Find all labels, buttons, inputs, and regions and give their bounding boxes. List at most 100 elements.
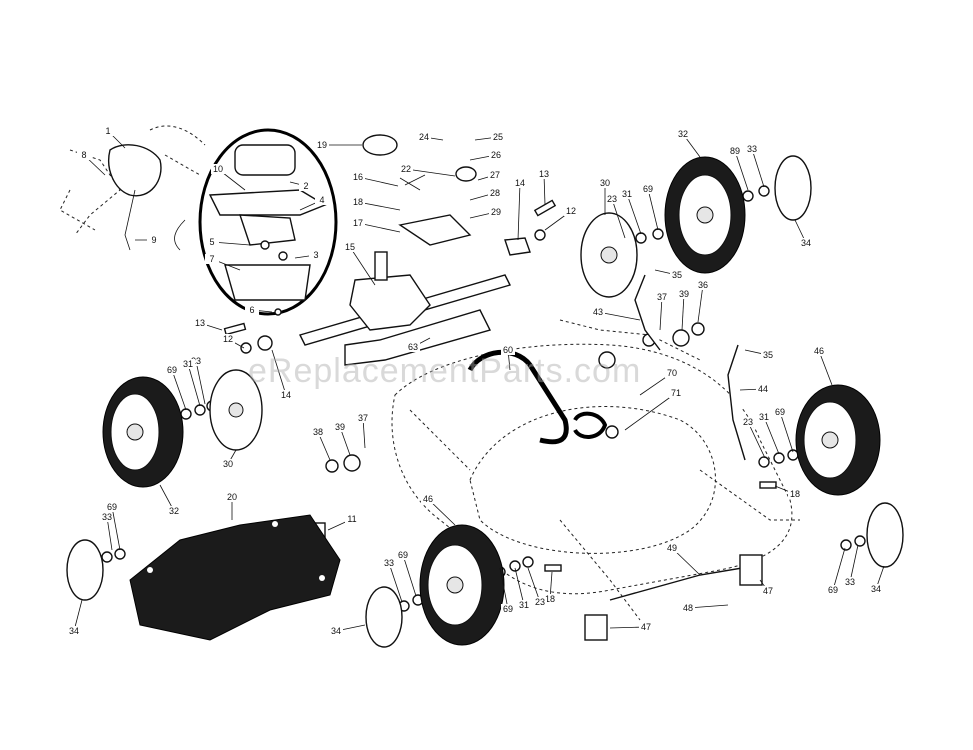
callout-bg bbox=[501, 604, 515, 614]
callout-bg bbox=[279, 390, 293, 400]
hardware bbox=[101, 185, 866, 612]
callout-bg bbox=[299, 181, 313, 191]
callout-bg bbox=[406, 342, 420, 352]
callout-bg bbox=[221, 334, 235, 344]
callout-8: 8 bbox=[81, 150, 86, 160]
callout-bg bbox=[165, 365, 179, 375]
callout-34: 34 bbox=[69, 626, 79, 636]
callout-bg bbox=[741, 417, 755, 427]
callout-bg bbox=[329, 626, 343, 636]
callout-bg bbox=[756, 384, 770, 394]
callout-bg bbox=[77, 150, 91, 160]
callout-bg bbox=[311, 427, 325, 437]
callout-bg bbox=[105, 502, 119, 512]
callout-bg bbox=[309, 250, 323, 260]
callout-bg bbox=[67, 626, 81, 636]
callout-leader-46 bbox=[818, 350, 833, 386]
callout-bg bbox=[676, 129, 690, 139]
wheel-dishes bbox=[66, 155, 904, 648]
wheel-front-left bbox=[419, 524, 505, 646]
callout-69: 69 bbox=[167, 365, 177, 375]
callout-27: 27 bbox=[490, 170, 500, 180]
callout-leader-22 bbox=[405, 168, 456, 177]
callout-16: 16 bbox=[353, 172, 363, 182]
callout-70: 70 bbox=[667, 368, 677, 378]
callout-bg bbox=[399, 164, 413, 174]
callout-leader-69 bbox=[111, 506, 121, 551]
callout-leader-15 bbox=[349, 246, 376, 286]
callout-bg bbox=[100, 512, 114, 522]
callout-bg bbox=[826, 585, 840, 595]
callout-44: 44 bbox=[758, 384, 768, 394]
mower-deck bbox=[391, 319, 800, 621]
callout-47: 47 bbox=[641, 622, 651, 632]
callout-leader-69 bbox=[402, 554, 417, 597]
callout-23: 23 bbox=[191, 356, 201, 366]
callout-leader-33 bbox=[388, 562, 403, 603]
callout-leader-13 bbox=[543, 173, 546, 206]
callout-bg bbox=[225, 492, 239, 502]
callout-bg bbox=[537, 169, 551, 179]
callout-bg bbox=[181, 359, 195, 369]
callout-bg bbox=[189, 356, 203, 366]
callout-leader-89 bbox=[734, 150, 749, 191]
callout-32: 32 bbox=[169, 506, 179, 516]
callout-bg bbox=[620, 189, 634, 199]
callout-13: 13 bbox=[539, 169, 549, 179]
callout-22: 22 bbox=[401, 164, 411, 174]
callout-bg bbox=[417, 132, 431, 142]
callout-28: 28 bbox=[490, 188, 500, 198]
detail-circle bbox=[174, 128, 338, 316]
callout-bg bbox=[396, 550, 410, 560]
callout-leader-69 bbox=[779, 411, 794, 453]
callout-bg bbox=[488, 188, 502, 198]
wheel-rear-right bbox=[664, 156, 746, 274]
callout-bg bbox=[696, 280, 710, 290]
callout-bg bbox=[677, 289, 691, 299]
callout-bg bbox=[543, 594, 557, 604]
callout-35: 35 bbox=[672, 270, 682, 280]
callout-labels: 1234567891011121213131414151617181818192… bbox=[67, 126, 885, 636]
callout-37: 37 bbox=[657, 292, 667, 302]
callout-bg bbox=[564, 206, 578, 216]
callout-bg bbox=[517, 600, 531, 610]
callout-33: 33 bbox=[747, 144, 757, 154]
callout-60: 60 bbox=[503, 345, 513, 355]
callout-bg bbox=[351, 197, 365, 207]
callout-bg bbox=[598, 178, 612, 188]
callout-leader-14 bbox=[517, 182, 521, 241]
callout-bg bbox=[333, 422, 347, 432]
callout-leader-71 bbox=[624, 392, 677, 431]
callout-46: 46 bbox=[814, 346, 824, 356]
callout-leader-31 bbox=[187, 363, 201, 407]
callout-24: 24 bbox=[419, 132, 429, 142]
callout-bg bbox=[421, 494, 435, 504]
callout-bg bbox=[351, 218, 365, 228]
callout-71: 71 bbox=[671, 388, 681, 398]
callout-36: 36 bbox=[698, 280, 708, 290]
callout-leader-69 bbox=[832, 547, 846, 591]
callout-bg bbox=[728, 146, 742, 156]
callout-bg bbox=[655, 292, 669, 302]
callout-bg bbox=[761, 586, 775, 596]
callout-bg bbox=[869, 584, 883, 594]
callout-39: 39 bbox=[679, 289, 689, 299]
callout-3: 3 bbox=[313, 250, 318, 260]
callout-bg bbox=[101, 126, 115, 136]
callout-bg bbox=[382, 558, 396, 568]
callout-69: 69 bbox=[503, 604, 513, 614]
callout-31: 31 bbox=[759, 412, 769, 422]
callout-bg bbox=[501, 345, 515, 355]
callout-26: 26 bbox=[491, 150, 501, 160]
callout-bg bbox=[489, 207, 503, 217]
callout-bg bbox=[343, 242, 357, 252]
callout-20: 20 bbox=[227, 492, 237, 502]
callout-6: 6 bbox=[249, 305, 254, 315]
callout-leader-23 bbox=[195, 360, 206, 405]
callout-2: 2 bbox=[303, 181, 308, 191]
callout-leader-33 bbox=[106, 516, 113, 551]
callout-47: 47 bbox=[763, 586, 773, 596]
callout-bg bbox=[757, 412, 771, 422]
callout-5: 5 bbox=[209, 237, 214, 247]
